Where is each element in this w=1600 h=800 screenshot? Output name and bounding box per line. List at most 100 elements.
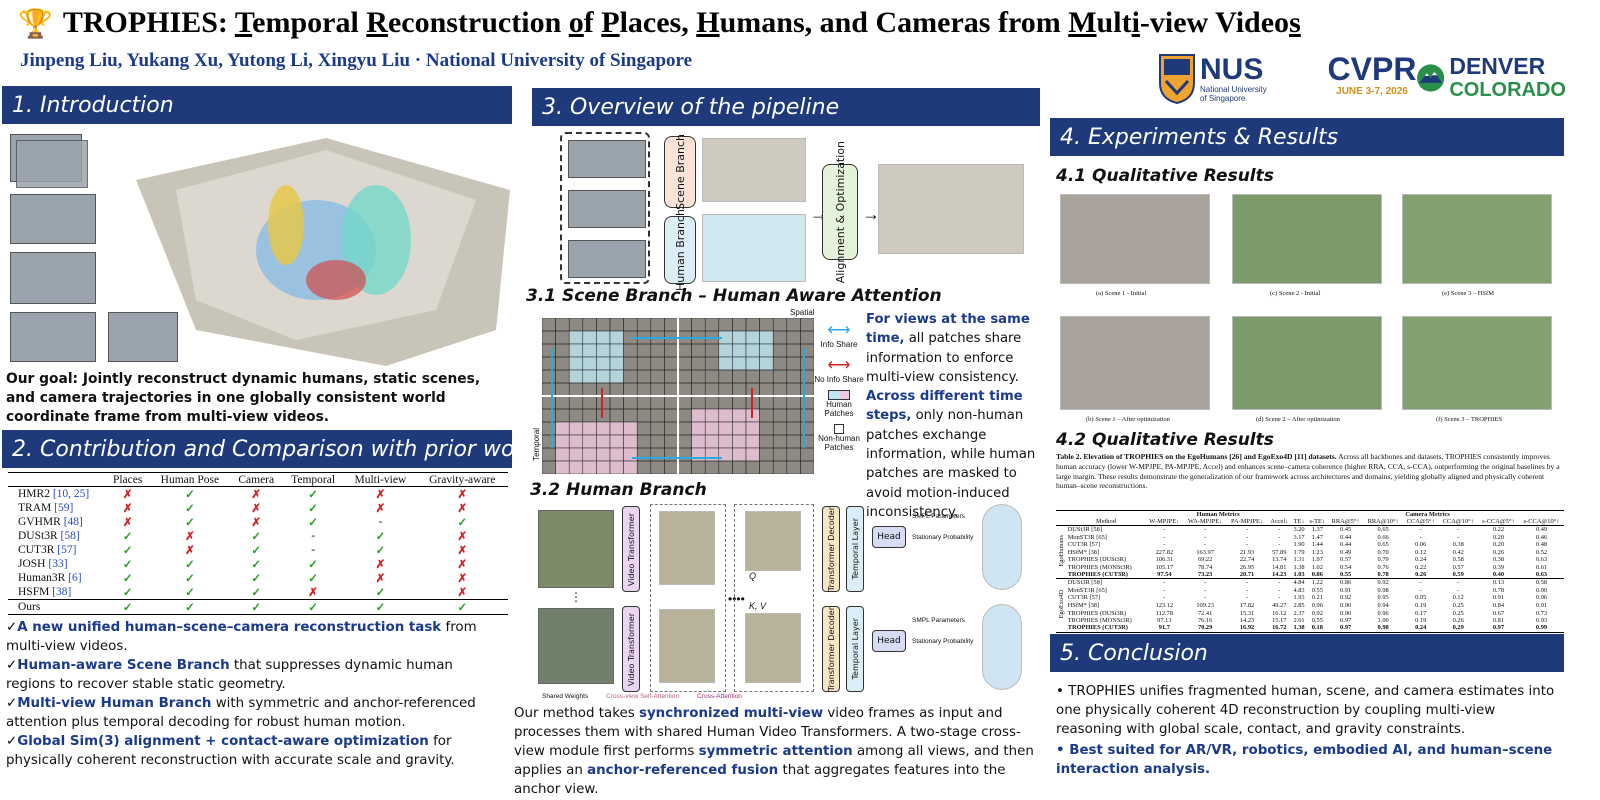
cross-icon: ✗ xyxy=(457,587,468,599)
title-fragment: H xyxy=(696,6,720,39)
nus-crest-icon xyxy=(1159,54,1195,105)
results-cell: 0.63 xyxy=(1535,571,1548,579)
results-empty-cell xyxy=(1056,511,1067,519)
results-cell: 0.97 xyxy=(1340,617,1352,625)
results-method: DUSt3R [58] xyxy=(1067,526,1102,534)
results-cell: - xyxy=(1419,526,1422,534)
results-method: MonST3R [65] xyxy=(1067,586,1107,594)
video-transformer-top: Video Transformer xyxy=(622,506,640,592)
video-transformer-bottom: Video Transformer xyxy=(622,606,640,692)
legend-shared-weights: Shared Weights xyxy=(542,693,589,700)
title-fragment: o xyxy=(568,6,584,39)
cross-view-self-attention-block xyxy=(650,504,726,692)
results-cell: 0.26 xyxy=(1452,617,1464,625)
results-cell: 0.94 xyxy=(1377,601,1389,609)
results-cell: 0.06 xyxy=(1415,541,1427,549)
results-cell: 1.23 xyxy=(1311,548,1323,556)
human-patch xyxy=(609,356,624,371)
check-icon: ✓ xyxy=(308,573,318,585)
human-patch xyxy=(745,343,760,358)
results-cell: 0.92 xyxy=(1377,579,1389,587)
cross-icon: ✗ xyxy=(457,531,468,543)
results-method: DUSt3R [58] xyxy=(1067,579,1102,587)
contribution-item: ✓Human-aware Scene Branch that suppresse… xyxy=(6,658,453,692)
kv-label: K, V xyxy=(749,601,767,611)
human-patch xyxy=(555,460,570,474)
results-cell: 0.98 xyxy=(1377,586,1389,594)
results-cell: 0.55 xyxy=(1311,617,1323,625)
comparison-table: Places Human Pose Camera Temporal Multi-… xyxy=(8,472,508,615)
results-cell: 0.91 xyxy=(1492,594,1505,602)
title-row: 🏆 TROPHIES: Temporal Reconstruction of P… xyxy=(18,4,1578,42)
results-cell: 0.48 xyxy=(1535,541,1548,549)
check-icon: ✓ xyxy=(375,545,386,557)
title-fragment: s xyxy=(1289,6,1301,39)
comparison-method: Human3R [6] xyxy=(8,571,106,585)
human-patch xyxy=(582,434,597,449)
title-fragment: TROPHIES: xyxy=(62,6,235,39)
results-cell: 0.65 xyxy=(1377,541,1389,549)
method-ref: [10, 25] xyxy=(52,488,90,500)
human-patch xyxy=(759,330,774,345)
input-frame xyxy=(568,140,646,178)
human-patch xyxy=(732,447,747,462)
results-cell: 4.83 xyxy=(1293,586,1305,594)
view-n-frames xyxy=(538,608,614,684)
results-cell: - xyxy=(1245,541,1249,549)
scene-text-lead-same-time: For views at the same time, xyxy=(866,312,1030,347)
results-method: TROPHIES (CUT3R) xyxy=(1067,624,1128,632)
results-cell: 14.81 xyxy=(1272,563,1287,571)
check-icon: ✓ xyxy=(122,573,133,585)
transformer-decoder-bottom: Transformer Decoder xyxy=(822,606,840,692)
cross-icon: ✗ xyxy=(251,503,262,515)
human-patch xyxy=(718,356,733,371)
human-patch xyxy=(596,460,611,474)
check-icon: ✓ xyxy=(251,602,262,614)
human-patch xyxy=(596,343,611,358)
title-fragment: laces, xyxy=(619,6,697,39)
check-icon: ✓ xyxy=(251,587,262,599)
results-method: HSfM* [38] xyxy=(1067,548,1100,556)
human-patch xyxy=(732,434,747,449)
transformer-decoder-top: Transformer Decoder xyxy=(822,506,840,592)
human-patch xyxy=(609,421,624,436)
results-cell: - xyxy=(1245,533,1249,541)
human-patch xyxy=(555,447,570,462)
human-patch xyxy=(732,408,747,423)
desc-bold: synchronized multi-view xyxy=(638,706,824,721)
results-cell: 1.31 xyxy=(1293,556,1305,564)
comparison-row: JOSH [33]✓✓✓✓✗✗ xyxy=(8,557,508,571)
qualitative-caption: (a) Scene 1 - Initial xyxy=(1096,290,1147,297)
mountain-logo-icon xyxy=(1417,64,1445,92)
results-cell: 0.66 xyxy=(1377,533,1389,541)
results-group-camera: Camera Metrics xyxy=(1405,511,1450,519)
results-cell: - xyxy=(1204,579,1207,587)
comparison-header-cell: Multi-view xyxy=(354,473,407,486)
cross-icon: ✗ xyxy=(375,489,386,501)
spatial-axis-label: Spatial xyxy=(790,308,815,317)
comparison-method: GVHMR [48] xyxy=(8,515,106,529)
results-cell: 14.23 xyxy=(1272,571,1287,579)
section-banner-conclusion: 5. Conclusion xyxy=(1050,634,1564,672)
results-cell: 0.26 xyxy=(1492,548,1505,556)
dash-cell: - xyxy=(378,516,383,528)
results-cell: 0.25 xyxy=(1452,609,1464,617)
comparison-method: TRAM [59] xyxy=(8,501,106,515)
cross-icon: ✗ xyxy=(375,503,386,515)
token-grid-top xyxy=(659,511,715,585)
desc-bold: symmetric attention xyxy=(698,744,853,759)
results-header-cell: s-CCA@5°↑ xyxy=(1482,518,1515,526)
cross-icon: ✗ xyxy=(375,573,386,585)
human-patch xyxy=(582,447,597,462)
results-cell: 0.96 xyxy=(1535,594,1548,602)
contribution-text: that suppresses dynamic human regions to… xyxy=(6,658,453,692)
title-fragment: T xyxy=(234,6,253,39)
ellipsis: ⋮ xyxy=(570,590,582,604)
results-group-name: EgoHumans xyxy=(1057,535,1065,568)
human-patch xyxy=(609,369,624,384)
results-cell: 0.95 xyxy=(1377,594,1389,602)
contribution-item: ✓Multi-view Human Branch with symmetric … xyxy=(6,696,476,730)
